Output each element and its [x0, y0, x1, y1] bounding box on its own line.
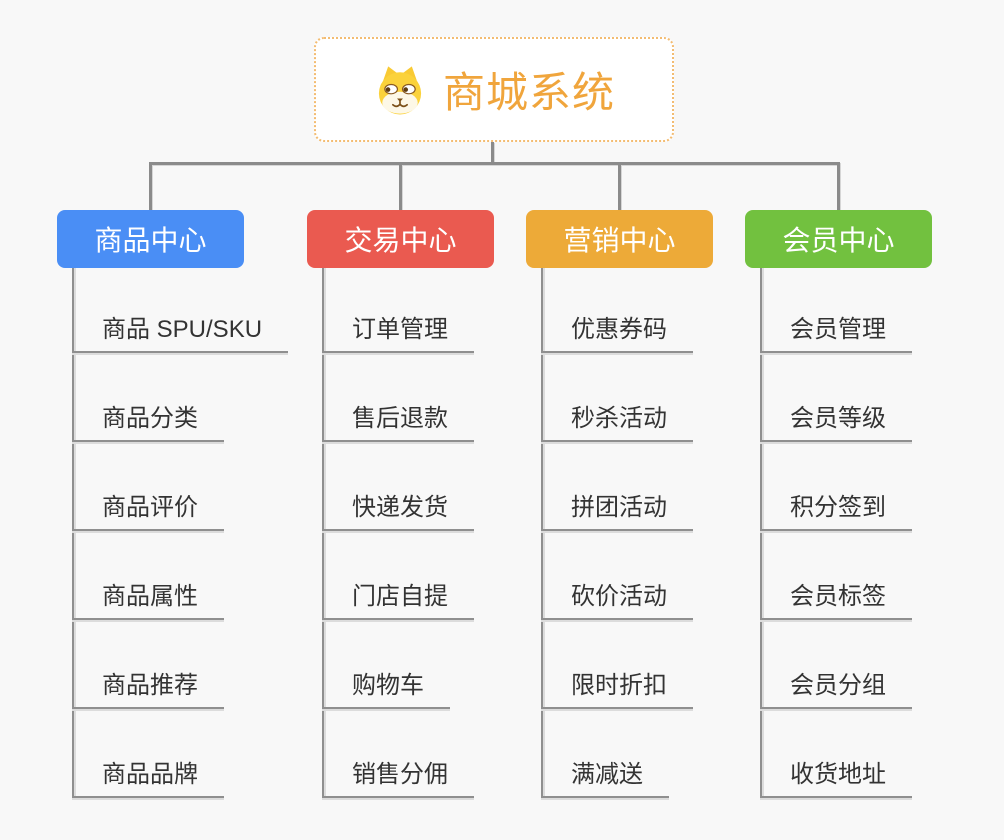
- node-item-label: 秒杀活动: [541, 398, 693, 442]
- branch-marketing-center: 营销中心 优惠券码 秒杀活动 拼团活动 砍价活动 限时折扣 满减送: [526, 210, 713, 798]
- node-item[interactable]: 拼团活动: [526, 442, 713, 531]
- branch-header-product-center[interactable]: 商品中心: [57, 210, 244, 268]
- connector-horizontal-bar: [149, 162, 840, 165]
- node-item-label: 商品分类: [72, 398, 224, 442]
- branch-header-member-center[interactable]: 会员中心: [745, 210, 932, 268]
- branch-items: 会员管理 会员等级 积分签到 会员标签 会员分组 收货地址: [745, 268, 932, 798]
- node-item-label: 销售分佣: [322, 754, 474, 798]
- node-item[interactable]: 销售分佣: [307, 709, 494, 798]
- node-item[interactable]: 订单管理: [307, 268, 494, 353]
- node-item[interactable]: 会员管理: [745, 268, 932, 353]
- connector-drop-members: [837, 164, 840, 210]
- node-item[interactable]: 售后退款: [307, 353, 494, 442]
- node-item-label: 积分签到: [760, 487, 912, 531]
- node-item-label: 限时折扣: [541, 665, 693, 709]
- branch-items: 商品 SPU/SKU 商品分类 商品评价 商品属性 商品推荐 商品品牌: [57, 268, 289, 798]
- node-item-label: 售后退款: [322, 398, 474, 442]
- node-item-label: 商品 SPU/SKU: [72, 309, 289, 353]
- node-item[interactable]: 积分签到: [745, 442, 932, 531]
- branch-trade-center: 交易中心 订单管理 售后退款 快递发货 门店自提 购物车 销售分佣: [307, 210, 494, 798]
- node-item-label: 会员等级: [760, 398, 912, 442]
- node-item[interactable]: 购物车: [307, 620, 494, 709]
- connector-drop-marketing: [618, 164, 621, 210]
- node-item[interactable]: 砍价活动: [526, 531, 713, 620]
- branch-header-label: 会员中心: [782, 225, 895, 256]
- branch-product-center: 商品中心 商品 SPU/SKU 商品分类 商品评价 商品属性 商品推荐 商品品牌: [57, 210, 289, 798]
- node-item-label: 会员管理: [760, 309, 912, 353]
- connector-drop-trade: [399, 164, 402, 210]
- branch-items: 订单管理 售后退款 快递发货 门店自提 购物车 销售分佣: [307, 268, 494, 798]
- node-item[interactable]: 会员标签: [745, 531, 932, 620]
- node-item-label: 满减送: [541, 754, 669, 798]
- node-item-label: 会员标签: [760, 576, 912, 620]
- node-item-label: 优惠券码: [541, 309, 693, 353]
- node-item-label: 门店自提: [322, 576, 474, 620]
- branch-header-label: 交易中心: [344, 225, 457, 256]
- node-item-label: 拼团活动: [541, 487, 693, 531]
- node-item-label: 订单管理: [322, 309, 474, 353]
- node-item-label: 砍价活动: [541, 576, 693, 620]
- node-item-label: 商品评价: [72, 487, 224, 531]
- root-title: 商城系统: [442, 69, 615, 116]
- node-item[interactable]: 会员等级: [745, 353, 932, 442]
- node-item[interactable]: 商品推荐: [57, 620, 244, 709]
- connector-root-stem: [491, 142, 494, 163]
- branch-header-label: 商品中心: [94, 225, 207, 256]
- node-item[interactable]: 会员分组: [745, 620, 932, 709]
- shiba-dog-icon: [373, 63, 427, 117]
- node-item[interactable]: 商品属性: [57, 531, 244, 620]
- branch-connector-line: [760, 268, 762, 798]
- branch-connector-line: [541, 268, 543, 798]
- node-item[interactable]: 商品品牌: [57, 709, 244, 798]
- node-item-label: 商品品牌: [72, 754, 224, 798]
- node-item-label: 快递发货: [322, 487, 474, 531]
- node-item[interactable]: 商品 SPU/SKU: [57, 268, 289, 353]
- node-item-label: 收货地址: [760, 754, 912, 798]
- node-item-label: 商品推荐: [72, 665, 224, 709]
- node-item[interactable]: 快递发货: [307, 442, 494, 531]
- branch-items: 优惠券码 秒杀活动 拼团活动 砍价活动 限时折扣 满减送: [526, 268, 713, 798]
- connector-drop-products: [149, 164, 152, 210]
- node-item[interactable]: 限时折扣: [526, 620, 713, 709]
- node-item-label: 会员分组: [760, 665, 912, 709]
- branch-member-center: 会员中心 会员管理 会员等级 积分签到 会员标签 会员分组 收货地址: [745, 210, 932, 798]
- branch-connector-line: [72, 268, 74, 798]
- node-item-label: 购物车: [322, 665, 450, 709]
- branch-connector-line: [322, 268, 324, 798]
- node-item[interactable]: 满减送: [526, 709, 713, 798]
- branch-header-trade-center[interactable]: 交易中心: [307, 210, 494, 268]
- node-item-label: 商品属性: [72, 576, 224, 620]
- node-item[interactable]: 秒杀活动: [526, 353, 713, 442]
- root-node[interactable]: 商城系统: [314, 37, 674, 142]
- branch-header-marketing-center[interactable]: 营销中心: [526, 210, 713, 268]
- node-item[interactable]: 门店自提: [307, 531, 494, 620]
- node-item[interactable]: 商品分类: [57, 353, 244, 442]
- branch-header-label: 营销中心: [563, 225, 676, 256]
- node-item[interactable]: 商品评价: [57, 442, 244, 531]
- node-item[interactable]: 优惠券码: [526, 268, 713, 353]
- node-item[interactable]: 收货地址: [745, 709, 932, 798]
